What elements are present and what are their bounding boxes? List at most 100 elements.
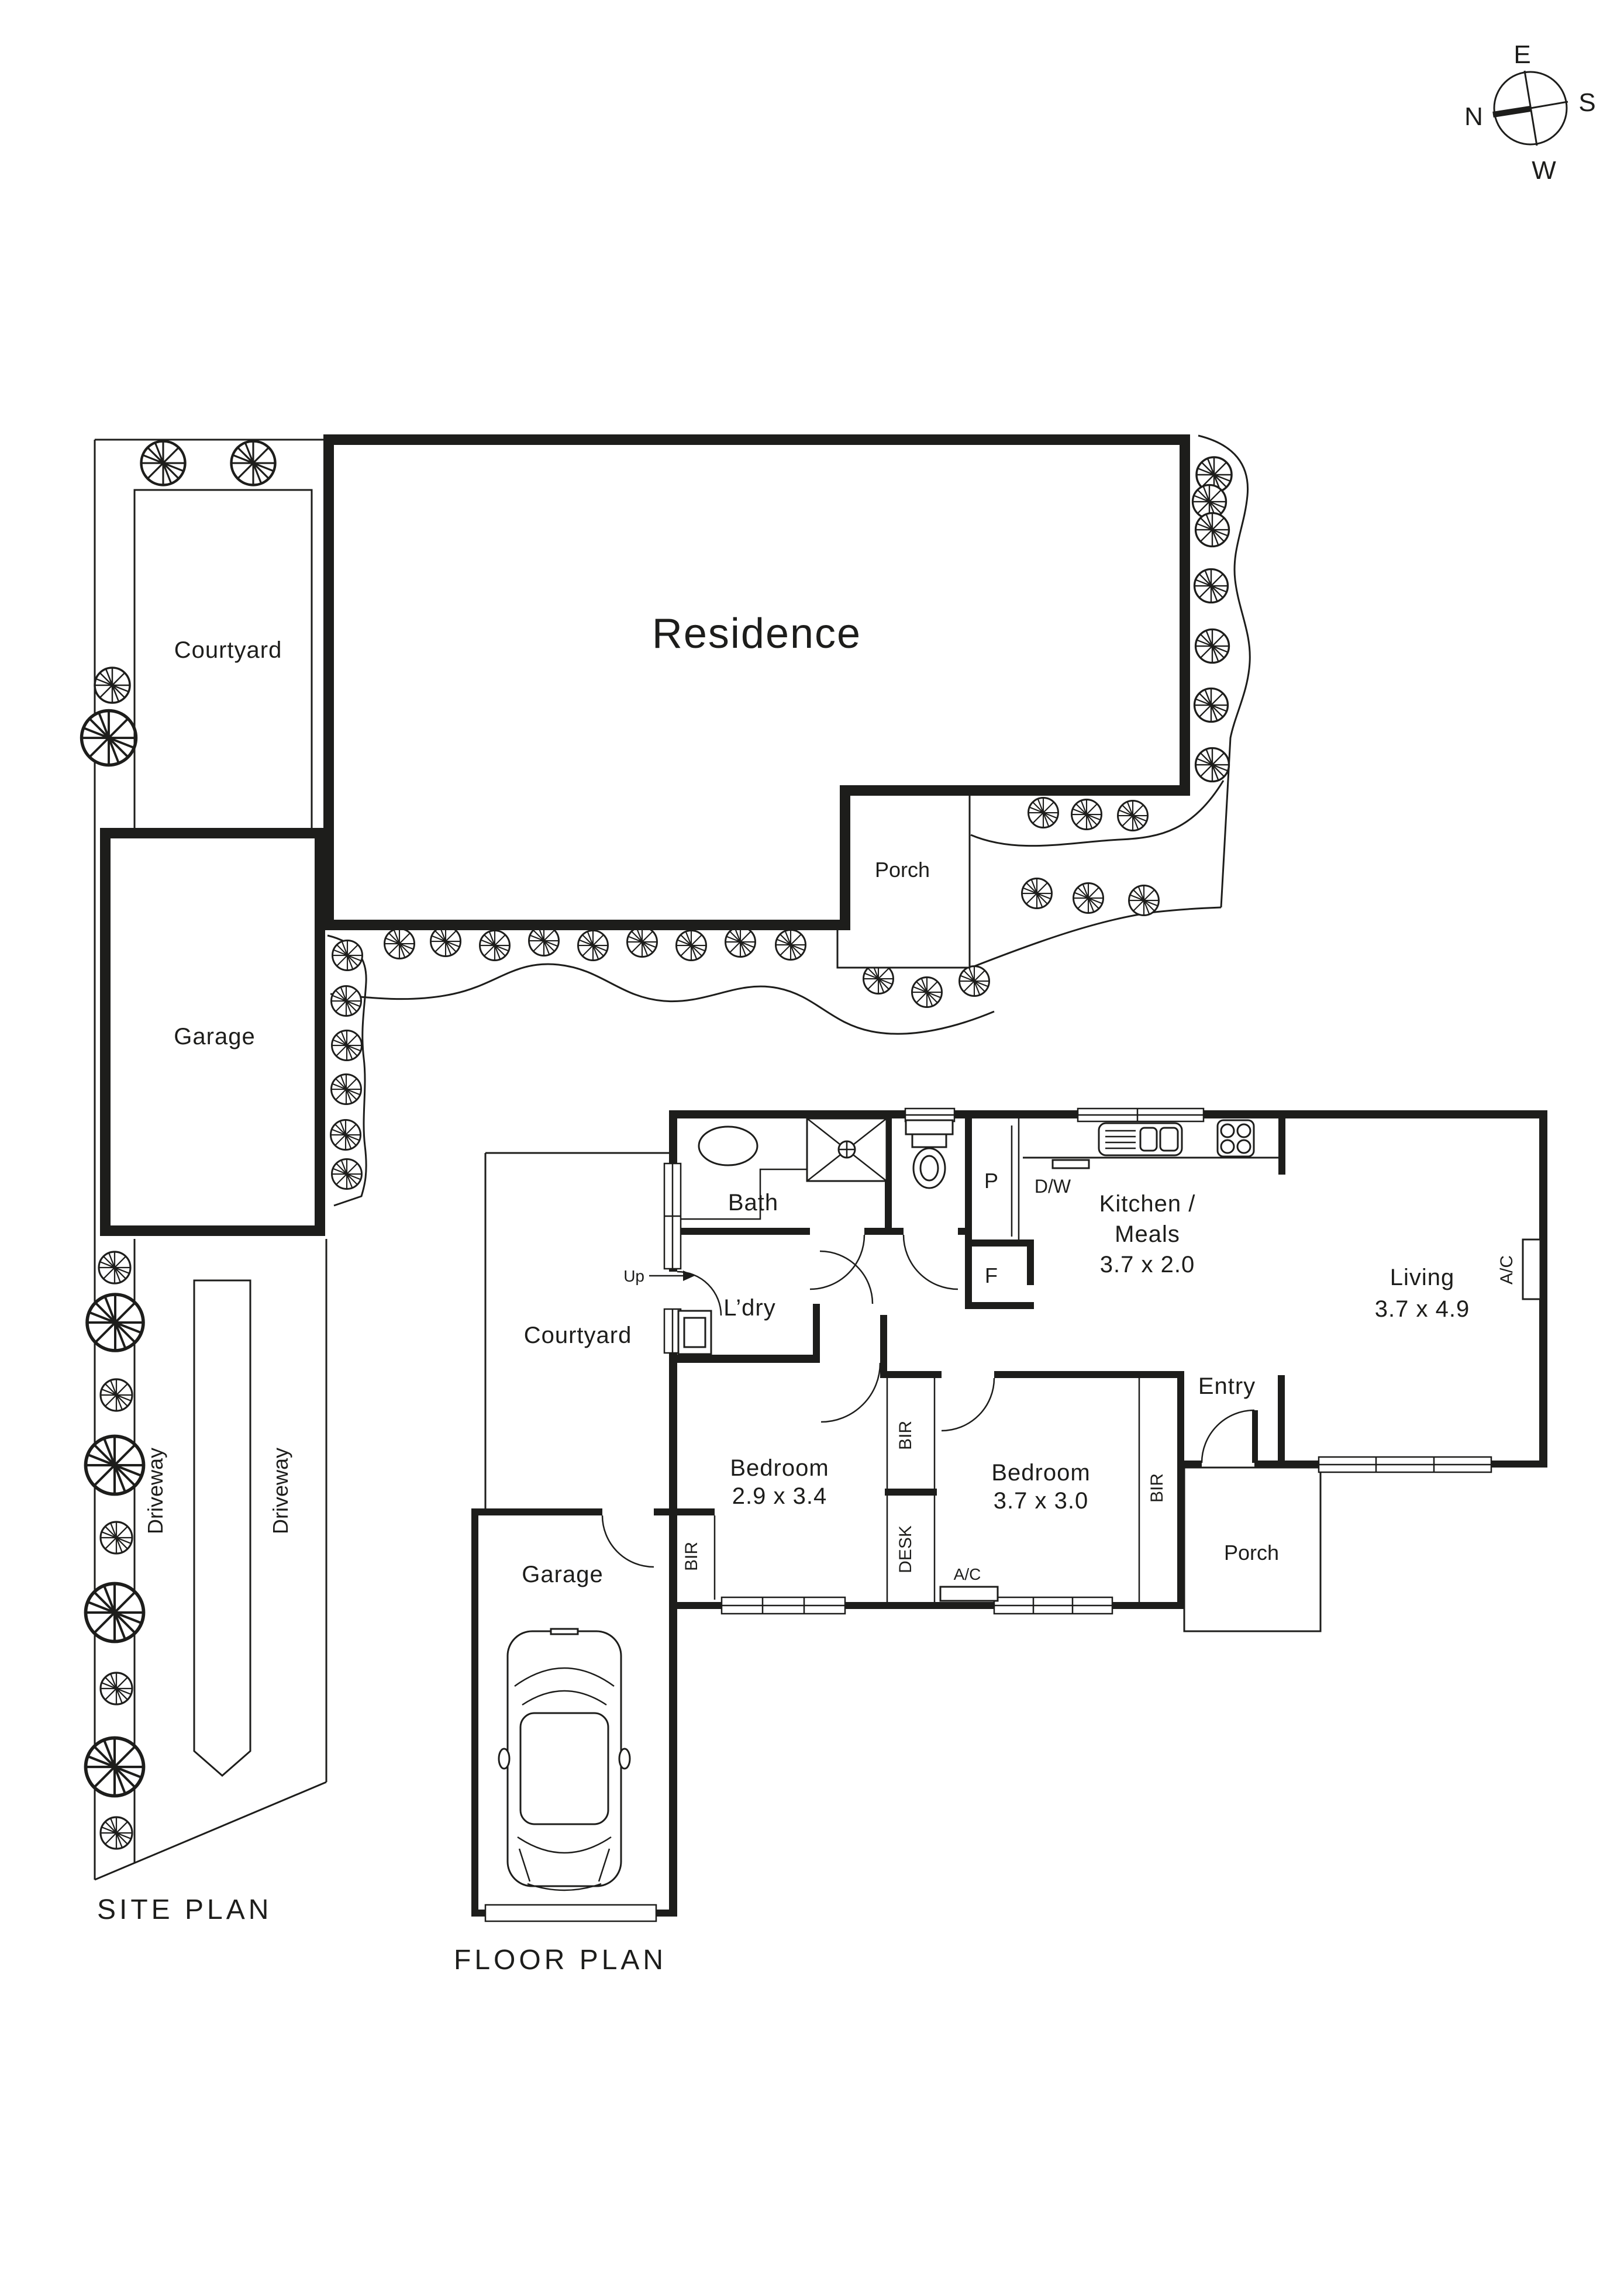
tree-icon (675, 930, 707, 961)
bedroom2-dims: 3.7 x 3.0 (994, 1488, 1088, 1514)
tree-icon (479, 930, 511, 961)
tree-icon (232, 441, 275, 485)
site-porch-label: Porch (875, 858, 930, 882)
site-porch-outline (836, 789, 971, 969)
tree-icon (1194, 512, 1230, 548)
up-arrow-icon (649, 1270, 695, 1281)
fp-doors (601, 1234, 1255, 1568)
tree-icon (1193, 568, 1229, 604)
bir-bedroom1-label: BIR (682, 1542, 701, 1571)
floor-plan-title: FLOOR PLAN (454, 1945, 667, 1976)
tree-icon (331, 1158, 363, 1190)
tree-icon (330, 1073, 362, 1105)
entry-label: Entry (1198, 1373, 1256, 1399)
pantry-label: P (984, 1169, 998, 1193)
tree-icon (1073, 882, 1104, 914)
fp-garage-label: Garage (522, 1562, 603, 1587)
living-label: Living (1390, 1265, 1455, 1290)
ac-living-label: A/C (1497, 1255, 1516, 1285)
sink-icon (1098, 1122, 1183, 1156)
bir-bedroom2-label: BIR (1147, 1473, 1167, 1503)
tree-icon (99, 1672, 133, 1705)
fp-windows (663, 1107, 1492, 1615)
tree-icon (1193, 687, 1229, 723)
garage-door (484, 1904, 657, 1922)
tree-icon (958, 965, 990, 997)
window (1318, 1456, 1492, 1473)
fp-porch-label: Porch (1224, 1541, 1279, 1565)
tree-icon (331, 1030, 363, 1061)
site-garage-label: Garage (174, 1024, 255, 1049)
kitchen-dims: 3.7 x 2.0 (1100, 1252, 1195, 1278)
garden-bed-lines (327, 434, 1251, 1207)
site-plan-title: SITE PLAN (97, 1894, 272, 1925)
tree-icon (384, 928, 415, 959)
tree-icon (1071, 799, 1102, 830)
window (993, 1596, 1113, 1615)
dishwasher-label: D/W (1035, 1176, 1071, 1197)
tree-icon (94, 667, 131, 704)
tree-icon (911, 976, 943, 1008)
site-residence-label: Residence (652, 610, 861, 657)
tree-icon (87, 1294, 143, 1351)
compass-w-label: W (1532, 156, 1556, 185)
bedroom1-label: Bedroom (730, 1455, 829, 1481)
bedroom1-dims: 2.9 x 3.4 (732, 1483, 827, 1509)
ac-unit-bedroom (939, 1586, 999, 1602)
site-courtyard-label: Courtyard (174, 637, 282, 663)
tree-icon (1028, 797, 1059, 828)
fridge-label: F (985, 1263, 998, 1287)
living-dims: 3.7 x 4.9 (1375, 1296, 1470, 1322)
tree-icon (1128, 885, 1160, 916)
tree-icon (1021, 878, 1053, 909)
tree-icon (528, 925, 560, 957)
tree-icon (142, 441, 185, 485)
site-garage-outline (100, 828, 325, 1236)
tree-icon (1194, 628, 1230, 664)
tree-icon (1194, 747, 1230, 783)
dishwasher-icon (1051, 1159, 1090, 1169)
kitchen-label-1: Kitchen / (1099, 1191, 1196, 1217)
tree-icon (330, 1119, 361, 1151)
tree-icon (430, 926, 461, 957)
ac-bedroom-label: A/C (954, 1565, 981, 1583)
kitchen-label-2: Meals (1115, 1221, 1180, 1247)
driveway-right-label: Driveway (268, 1448, 292, 1534)
tree-icon (99, 1816, 133, 1850)
tree-icon (577, 930, 609, 961)
up-label: Up (623, 1267, 644, 1285)
tree-icon (86, 1437, 144, 1494)
basin-icon (698, 1125, 758, 1166)
tree-icon (99, 1521, 133, 1555)
window (1077, 1107, 1205, 1123)
driveway-left-label: Driveway (143, 1448, 167, 1534)
tree-icon (98, 1251, 132, 1285)
tree-icon (82, 711, 136, 765)
tree-icon (86, 1738, 144, 1796)
tree-icon (775, 929, 806, 961)
driveway-arrow (193, 1279, 251, 1777)
bir-column-label: BIR (896, 1421, 915, 1450)
window (720, 1596, 846, 1615)
ldry-label: L’dry (723, 1295, 776, 1321)
toilet-icon (905, 1119, 954, 1189)
compass-s-label: S (1578, 88, 1595, 117)
cooktop-icon (1216, 1119, 1255, 1158)
fp-porch-outline (1183, 1466, 1322, 1632)
washing-machine-icon (677, 1310, 712, 1355)
floor-plan: Bath L’dry Up Courtyard Garage P F D/W K… (454, 1107, 1547, 1976)
site-residence-outline (323, 434, 1190, 930)
bedroom2-label: Bedroom (991, 1460, 1090, 1486)
fp-thin-lines (677, 1118, 1278, 1602)
car-icon (498, 1628, 631, 1891)
tree-icon (725, 926, 756, 958)
fp-walls (471, 1110, 1547, 1917)
window (663, 1162, 682, 1270)
compass-icon: E S W N (1464, 40, 1596, 185)
tree-icon (1117, 800, 1149, 831)
compass-n-label: N (1464, 102, 1483, 131)
fp-courtyard-label: Courtyard (524, 1323, 632, 1348)
tree-icon (332, 940, 363, 971)
tree-icon (99, 1378, 133, 1412)
